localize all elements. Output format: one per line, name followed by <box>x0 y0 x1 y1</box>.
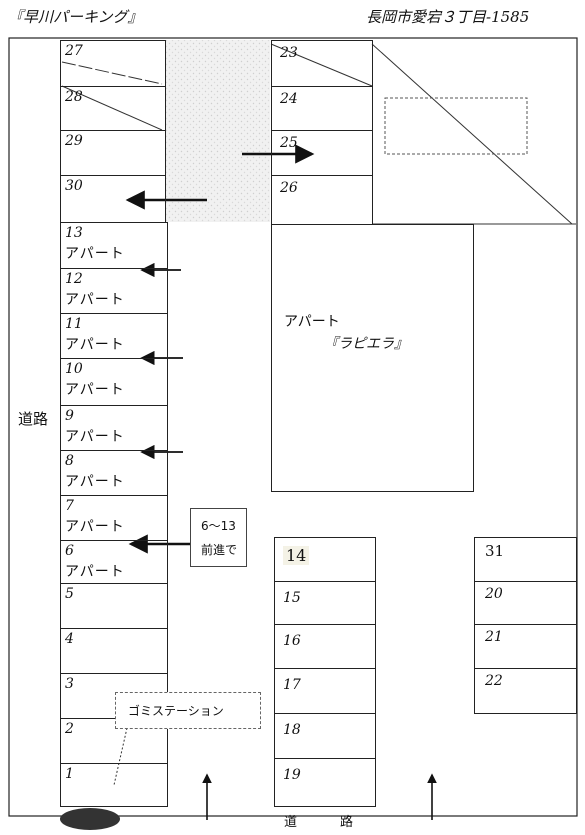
slot-sublabel: アパート <box>65 474 125 490</box>
parking-slot-19: 19 <box>274 758 376 807</box>
building-subname: 『ラピエラ』 <box>324 336 408 352</box>
parking-slot-17: 17 <box>274 668 376 714</box>
parking-slot-31: 31 <box>474 537 577 582</box>
slot-number: 16 <box>283 633 301 649</box>
slot-number: 29 <box>65 133 83 149</box>
slot-number: 13 <box>65 225 83 241</box>
slot-number: 20 <box>485 586 503 602</box>
parking-slot-25: 25 <box>271 130 373 176</box>
road-label-bottom-2: 路 <box>340 815 354 830</box>
parking-slot-10: 10 アパート <box>60 358 168 406</box>
slot-sublabel: アパート <box>65 246 125 262</box>
road-label-left: 道路 <box>18 410 49 428</box>
parking-slot-29: 29 <box>60 130 166 176</box>
slot-number: 22 <box>485 673 503 689</box>
page-title: 『早川パーキング』 <box>8 8 143 26</box>
slot-number: 14 <box>283 546 310 565</box>
parking-slot-23: 23 <box>271 40 373 87</box>
parking-slot-11: 11 アパート <box>60 313 168 359</box>
dashed-box <box>384 97 528 155</box>
slot-number: 19 <box>283 767 301 783</box>
slot-number: 4 <box>65 631 74 647</box>
slot-sublabel: アパート <box>65 337 125 353</box>
parking-slot-28: 28 <box>60 86 166 131</box>
slot-number: 21 <box>485 629 503 645</box>
apartment-building: アパート 『ラピエラ』 <box>271 224 474 492</box>
parking-slot-21: 21 <box>474 624 577 669</box>
slot-number: 28 <box>65 89 83 105</box>
parking-slot-14: 14 <box>274 537 376 582</box>
parking-slot-8: 8 アパート <box>60 450 168 496</box>
parking-slot-9: 9 アパート <box>60 405 168 451</box>
parking-slot-4: 4 <box>60 628 168 674</box>
slot-sublabel: アパート <box>65 564 125 580</box>
slot-number: 24 <box>280 91 298 107</box>
gravel-area <box>165 40 270 222</box>
slot-number: 18 <box>283 722 301 738</box>
road-label-bottom-1: 道 <box>284 815 298 830</box>
note-box: 6～13 前進で <box>190 508 247 567</box>
slot-number: 3 <box>65 676 74 692</box>
dark-oval <box>60 808 120 830</box>
parking-slot-6: 6 アパート <box>60 540 168 584</box>
parking-slot-16: 16 <box>274 624 376 669</box>
slot-number: 15 <box>283 590 301 606</box>
slot-number: 5 <box>65 586 74 602</box>
parking-slot-1: 1 <box>60 763 168 807</box>
slot-number: 7 <box>65 498 74 514</box>
note-line1: 6～13 <box>201 519 236 533</box>
slot-sublabel: アパート <box>65 382 125 398</box>
slot-sublabel: アパート <box>65 519 125 535</box>
parking-slot-18: 18 <box>274 713 376 759</box>
garbage-station-label: ゴミステーション <box>128 704 224 718</box>
slot-number: 12 <box>65 271 83 287</box>
parking-slot-26: 26 <box>271 175 373 225</box>
slot-number: 31 <box>485 542 505 560</box>
parking-slot-30: 30 <box>60 175 166 223</box>
parking-slot-27: 27 <box>60 40 166 87</box>
slot-number: 17 <box>283 677 301 693</box>
building-name: アパート <box>284 314 340 330</box>
parking-slot-5: 5 <box>60 583 168 629</box>
garbage-station-box: ゴミステーション <box>115 692 261 729</box>
slot-number: 11 <box>65 316 83 332</box>
slot-number: 6 <box>65 543 74 559</box>
slot-number: 26 <box>280 180 298 196</box>
slot-number: 10 <box>65 361 83 377</box>
address-text: 長岡市愛宕３丁目-1585 <box>366 8 530 26</box>
slot-number: 27 <box>65 43 83 59</box>
parking-slot-24: 24 <box>271 86 373 131</box>
parking-slot-12: 12 アパート <box>60 268 168 314</box>
slot-number: 1 <box>65 766 74 782</box>
slot-number: 25 <box>280 135 298 151</box>
slot-number: 9 <box>65 408 74 424</box>
parking-slot-22: 22 <box>474 668 577 714</box>
note-line2: 前進で <box>201 543 238 557</box>
parking-slot-13: 13 アパート <box>60 222 168 269</box>
slot-number: 2 <box>65 721 74 737</box>
lot-outline <box>8 37 578 817</box>
parking-slot-20: 20 <box>474 581 577 625</box>
slot-number: 8 <box>65 453 74 469</box>
slot-sublabel: アパート <box>65 429 125 445</box>
parking-slot-7: 7 アパート <box>60 495 168 541</box>
slot-sublabel: アパート <box>65 292 125 308</box>
slot-number: 23 <box>280 45 298 61</box>
slot-number: 30 <box>65 178 83 194</box>
parking-slot-15: 15 <box>274 581 376 625</box>
